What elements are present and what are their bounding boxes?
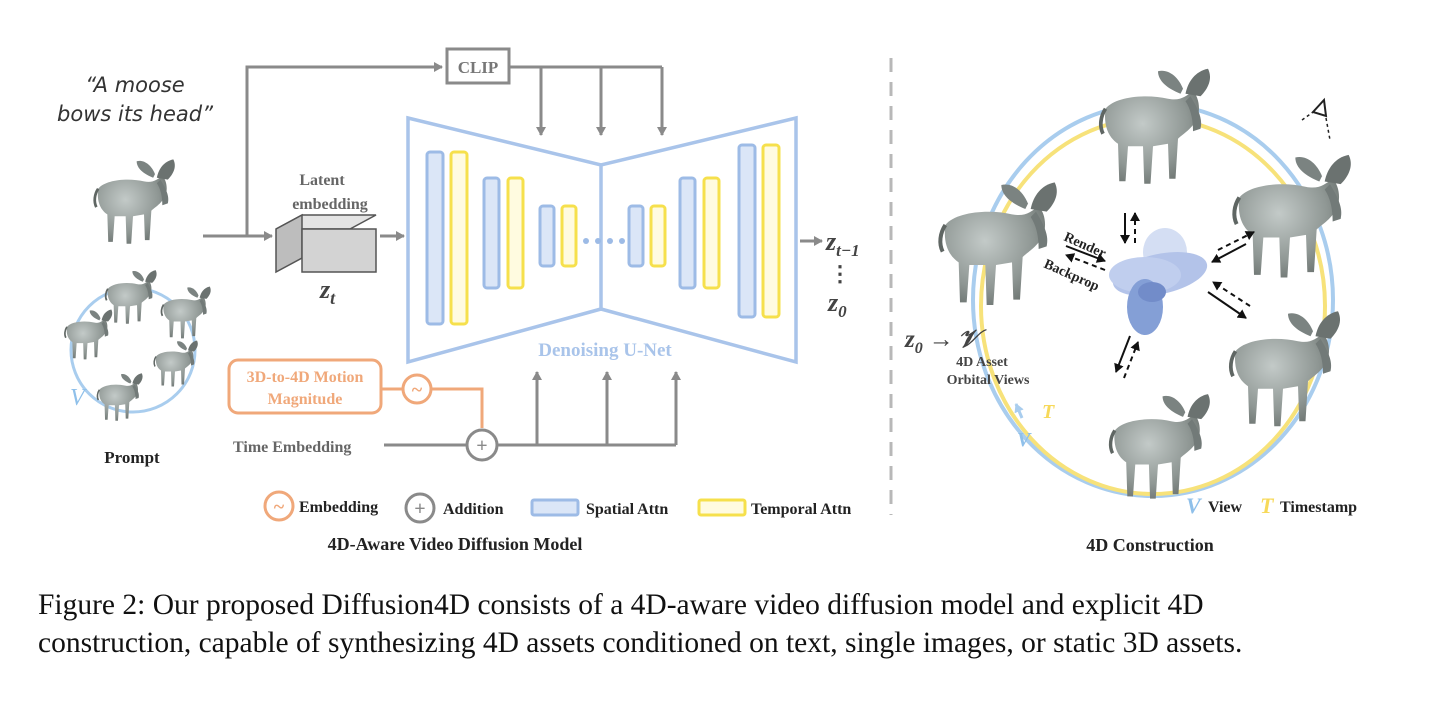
z-t-minus-1-label: zt−1 — [825, 227, 860, 260]
legend-addition-label: Addition — [443, 501, 504, 518]
latent-embedding-cube — [275, 213, 377, 274]
orbit-t-symbol: T — [1042, 401, 1055, 423]
prompt-orbit-images — [64, 269, 212, 422]
legend-spatial-icon — [530, 498, 580, 517]
legend-addition-icon — [404, 492, 436, 524]
motion-label-line1: 3D-to-4D Motion — [247, 369, 364, 386]
motion-embedding-symbol: ~ — [412, 379, 423, 401]
legend-spatial-label: Spatial Attn — [586, 501, 668, 518]
bottom-backprop-arrow — [1123, 341, 1140, 379]
prompt-moose-image — [93, 157, 177, 246]
temporal-attn-bar — [449, 150, 469, 326]
prompt-v-symbol: V — [70, 385, 87, 411]
spatial-attn-bar — [678, 176, 697, 290]
legend-embedding-label: Embedding — [299, 499, 378, 516]
right-lower-render-arrow — [1207, 291, 1247, 319]
spatial-attn-bar — [538, 204, 556, 268]
spatial-attn-bar — [737, 143, 757, 319]
asset-label-line2: Orbital Views — [947, 373, 1030, 388]
backprop-arrow — [1065, 253, 1106, 271]
spatial-attn-bar — [627, 204, 645, 268]
spatial-attn-bar — [482, 176, 501, 290]
time-embedding-label: Time Embedding — [233, 439, 351, 456]
figure-caption: Figure 2: Our proposed Diffusion4D consi… — [38, 586, 1418, 662]
z0-to-v-label: z0→𝒱 — [904, 326, 987, 357]
addition-symbol: + — [476, 435, 487, 457]
legend-view-label: View — [1208, 499, 1243, 516]
asset-label-line1: 4D Asset — [956, 355, 1008, 370]
temporal-attn-bar — [560, 204, 578, 268]
orbit-direction-arrow — [1014, 403, 1024, 419]
right-lower-backprop-arrow — [1212, 281, 1251, 307]
caption-line2: construction, capable of synthesizing 4D… — [38, 627, 1243, 659]
camera-icon — [1301, 97, 1331, 141]
orbital-view-bottom — [1111, 394, 1210, 499]
vertical-ellipsis: ⋮ — [829, 261, 851, 286]
prompt-quote-line1: “A moose — [85, 73, 184, 97]
motion-label-line2: Magnitude — [268, 391, 343, 408]
right-upper-render-arrow — [1211, 243, 1247, 263]
z0-label: z0 — [827, 288, 847, 321]
legend-timestamp-label: Timestamp — [1280, 499, 1357, 516]
orbital-view-top — [1101, 69, 1210, 184]
unet-label: Denoising U-Net — [538, 340, 672, 361]
left-panel-title: 4D-Aware Video Diffusion Model — [328, 534, 583, 554]
render-arrow — [1065, 245, 1106, 263]
svg-text:+: + — [414, 498, 425, 520]
temporal-attn-bar — [506, 176, 525, 290]
legend-view-symbol: V — [1186, 493, 1203, 518]
legend-embedding-icon — [263, 490, 295, 522]
prompt-quote-line2: bows its head” — [57, 102, 214, 126]
backprop-label: Backprop — [1041, 257, 1101, 295]
prompt-label: Prompt — [104, 448, 160, 467]
legend-temporal-icon — [697, 498, 747, 517]
gaussian-ellipsoids — [1109, 228, 1208, 335]
legend-timestamp-symbol: T — [1260, 493, 1275, 518]
latent-label-line2: embedding — [292, 196, 368, 213]
spatial-attn-bar — [425, 150, 445, 326]
motion-magnitude-box — [227, 358, 383, 415]
orbit-v-symbol: V — [1017, 429, 1032, 451]
zt-label: zt — [319, 275, 336, 308]
temporal-attn-bar — [761, 143, 781, 319]
right-upper-backprop-arrow — [1217, 231, 1255, 251]
right-panel-title: 4D Construction — [1086, 535, 1214, 555]
temporal-attn-bar — [702, 176, 721, 290]
latent-label-line1: Latent — [299, 172, 345, 189]
clip-label: CLIP — [458, 58, 499, 77]
legend-temporal-label: Temporal Attn — [751, 501, 851, 518]
caption-line1: Figure 2: Our proposed Diffusion4D consi… — [38, 589, 1204, 621]
temporal-attn-bar — [649, 204, 667, 268]
motion-to-add-line — [431, 387, 484, 428]
left-legend: ~ Embedding + Addition Spatial Attn Temp… — [263, 490, 851, 524]
clip-branch-arrow — [245, 62, 443, 236]
orbital-view-right-lower — [1228, 309, 1342, 429]
unet-attention-bars — [425, 143, 781, 326]
bottom-render-arrow — [1114, 335, 1131, 373]
svg-text:~: ~ — [274, 496, 285, 518]
